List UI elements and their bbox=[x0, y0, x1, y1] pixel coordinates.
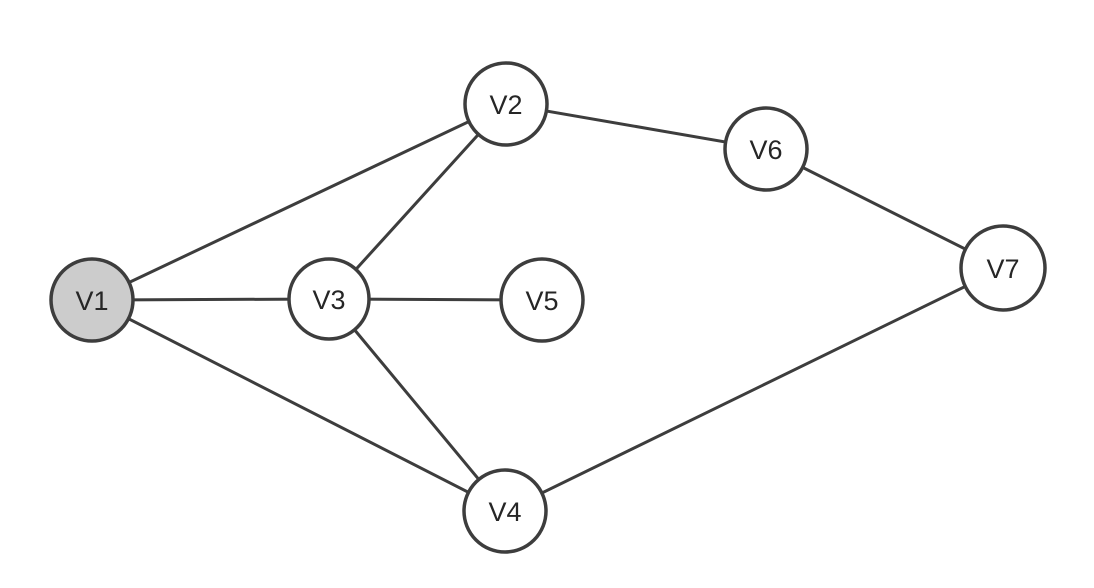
node-circle-V3[interactable] bbox=[287, 257, 371, 341]
node-V5[interactable]: V5 bbox=[499, 257, 585, 343]
node-circle-V6[interactable] bbox=[723, 106, 809, 192]
node-V2[interactable]: V2 bbox=[463, 61, 549, 147]
edge-V2-V3 bbox=[327, 102, 508, 301]
edge-V3-V4 bbox=[327, 297, 507, 513]
edge-V6-V7 bbox=[764, 147, 1005, 270]
node-V1[interactable]: V1 bbox=[49, 257, 135, 343]
node-circle-V5[interactable] bbox=[499, 257, 585, 343]
node-circle-V2[interactable] bbox=[463, 61, 549, 147]
edge-V1-V4 bbox=[90, 298, 507, 513]
node-V6[interactable]: V6 bbox=[723, 106, 809, 192]
node-V4[interactable]: V4 bbox=[462, 468, 548, 554]
node-circle-V7[interactable] bbox=[959, 224, 1047, 312]
edge-V2-V6 bbox=[504, 102, 768, 151]
node-circle-V4[interactable] bbox=[462, 468, 548, 554]
node-circle-V1[interactable] bbox=[49, 257, 135, 343]
node-V7[interactable]: V7 bbox=[959, 224, 1047, 312]
edge-V1-V2 bbox=[90, 102, 508, 302]
edge-V4-V7 bbox=[503, 266, 1005, 513]
node-V3[interactable]: V3 bbox=[287, 257, 371, 341]
